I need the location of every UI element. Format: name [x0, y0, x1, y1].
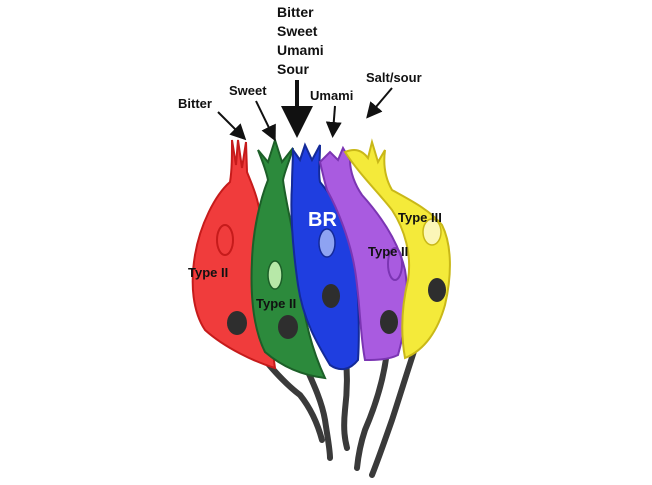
arrow-salt-sour [366, 87, 393, 119]
label-green-cell: Type II [256, 296, 296, 311]
green-cell-nucleus [267, 260, 283, 290]
label-red-cell: Type II [188, 265, 228, 280]
arrows [217, 80, 393, 142]
top-stacked-label: Bitter Sweet Umami Sour [277, 4, 324, 77]
blue-cell-nucleus [318, 228, 336, 258]
arrow-sweet [255, 100, 276, 142]
label-blue-cell: BR [308, 209, 337, 231]
top-label-line-2: Sweet [277, 23, 318, 39]
arrow-bitter [217, 111, 247, 141]
green-taste-cell [250, 136, 327, 380]
top-label-line-4: Sour [277, 61, 309, 77]
red-cell-nucleus [216, 224, 234, 256]
label-yellow-cell: Type III [398, 210, 442, 225]
blue-taste-cell [290, 142, 360, 371]
arrow-label-umami: Umami [310, 88, 353, 103]
yellow-taste-cell [343, 138, 451, 360]
arrow-umami [325, 105, 342, 138]
green-terminal [278, 315, 298, 339]
yellow-cell-nucleus [422, 218, 442, 246]
purple-taste-cell [318, 145, 409, 362]
purple-terminal [380, 310, 398, 334]
label-purple-cell: Type II [368, 244, 408, 259]
arrow-label-salt-sour: Salt/sour [366, 70, 422, 85]
purple-cell-nucleus [387, 247, 403, 281]
arrow-label-sweet: Sweet [229, 83, 267, 98]
top-label-line-1: Bitter [277, 4, 314, 20]
red-terminal [227, 311, 247, 335]
arrow-label-bitter: Bitter [178, 96, 212, 111]
top-label-line-3: Umami [277, 42, 324, 58]
yellow-terminal [428, 278, 446, 302]
blue-terminal [322, 284, 340, 308]
nerve-terminals [227, 278, 446, 339]
